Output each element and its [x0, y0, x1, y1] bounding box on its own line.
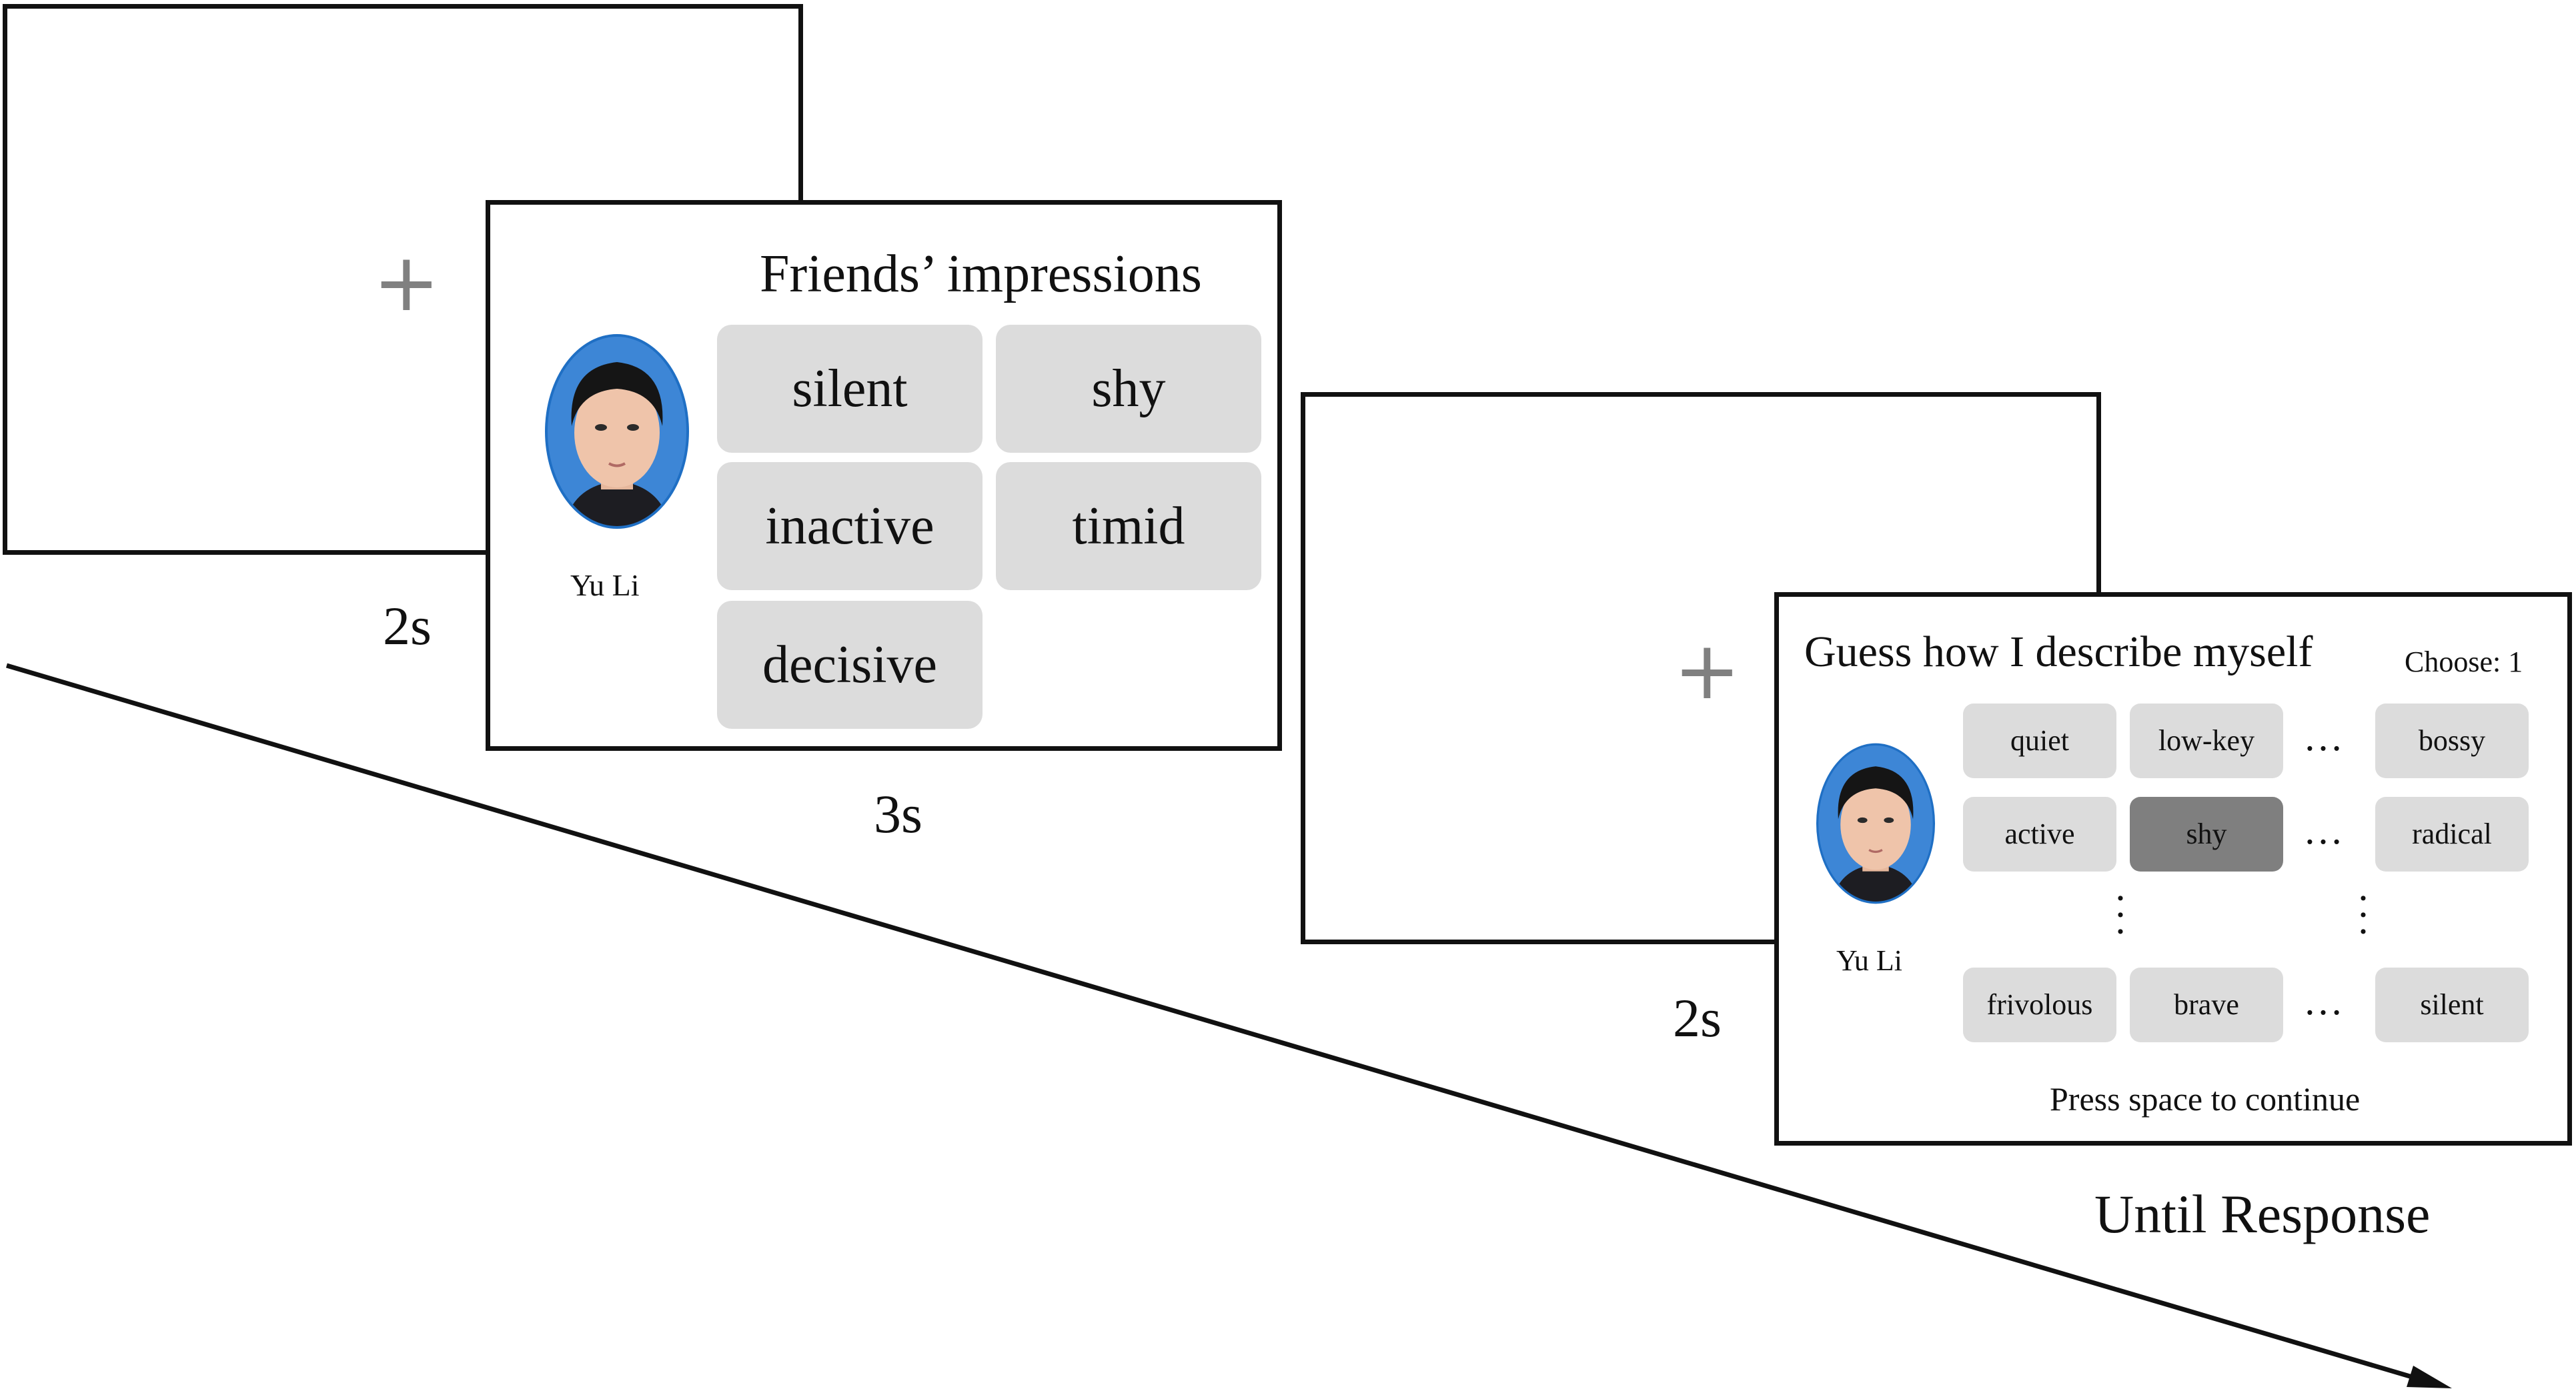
word-chip: silent: [717, 325, 983, 453]
duration-label-4: Until Response: [2094, 1184, 2431, 1244]
word-chip: decisive: [717, 601, 983, 729]
person-name: Yu Li: [1836, 944, 1902, 977]
word-option[interactable]: frivolous: [1963, 968, 2116, 1042]
duration-label-1: 2s: [383, 595, 432, 656]
choose-count: Choose: 1: [2405, 645, 2523, 678]
friends-impressions-screen: Friends’ impressions Yu Li silent shy in…: [486, 200, 1282, 751]
face-photo: [545, 334, 689, 529]
word-option[interactable]: bossy: [2375, 704, 2529, 778]
duration-label-2: 3s: [874, 784, 922, 844]
word-option[interactable]: brave: [2130, 968, 2283, 1042]
screen-title: Guess how I describe myself: [1804, 627, 2313, 676]
guess-self-description-screen: Guess how I describe myself Choose: 1 Yu…: [1774, 592, 2572, 1146]
person-name: Yu Li: [570, 568, 640, 602]
word-option[interactable]: quiet: [1963, 704, 2116, 778]
ellipsis: …: [2303, 808, 2351, 852]
ellipsis: …: [2303, 715, 2351, 759]
duration-label-3: 2s: [1673, 988, 1722, 1048]
face-photo: [1816, 743, 1936, 904]
word-option-selected[interactable]: shy: [2130, 797, 2283, 872]
word-option[interactable]: radical: [2375, 797, 2529, 872]
ellipsis: …: [2303, 979, 2351, 1023]
word-option[interactable]: active: [1963, 797, 2116, 872]
fixation-cross: +: [373, 237, 440, 329]
word-option[interactable]: silent: [2375, 968, 2529, 1042]
continue-instruction: Press space to continue: [2050, 1080, 2361, 1118]
word-option[interactable]: low-key: [2130, 704, 2283, 778]
screen-title: Friends’ impressions: [760, 245, 1202, 303]
word-chip: inactive: [717, 462, 983, 590]
word-chip: timid: [996, 462, 1261, 590]
word-chip: shy: [996, 325, 1261, 453]
fixation-cross: +: [1674, 625, 1741, 718]
